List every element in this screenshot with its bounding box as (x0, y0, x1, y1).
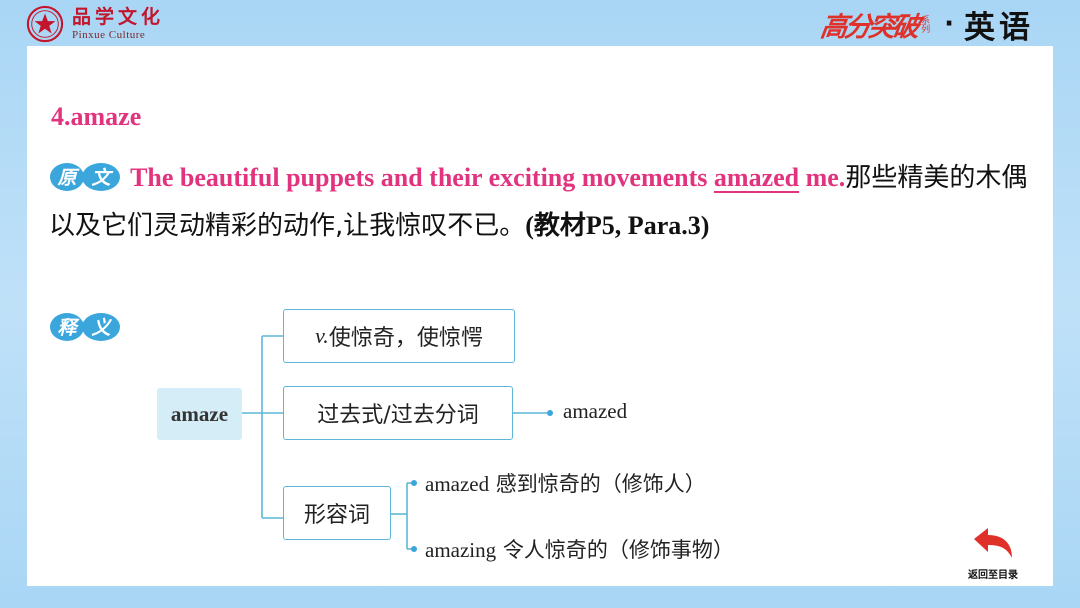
adjective-item: amazed 感到惊奇的（修饰人） (425, 468, 706, 498)
original-text-tag: 原 文 (49, 162, 121, 192)
pinxue-logo: 品学文化 Pinxue Culture (26, 4, 164, 44)
adjective-meaning: 感到惊奇的（修饰人） (489, 472, 706, 496)
entry-title: 4.amaze (51, 102, 142, 131)
series-brand: 高分突破 系列 · 英语 (818, 2, 1034, 46)
sentence-source: (教材P5, Para.3) (525, 211, 710, 240)
logo-english-name: Pinxue Culture (72, 28, 146, 41)
adjective-meaning: 令人惊奇的（修饰事物） (496, 538, 734, 562)
return-arrow-icon (974, 528, 1012, 558)
sentence-key-word: amazed (713, 163, 800, 192)
original-tag-char-2: 文 (91, 167, 113, 189)
diagram-root-word: amaze (157, 388, 242, 440)
past-form-value: amazed (563, 399, 628, 423)
content-panel: 4.amaze 原 文 The beautiful puppets and th… (27, 46, 1053, 586)
original-text-block: 原 文 The beautiful puppets and their exci… (49, 154, 1035, 250)
subject-title: 英语 (964, 9, 1034, 46)
back-to-contents-label: 返回至目录 (968, 570, 1018, 581)
adjective-word: amazed (425, 472, 490, 496)
meaning-tag: 释 义 (49, 312, 121, 346)
brand-mark: 高分突破 (818, 11, 919, 43)
pinxue-emblem-icon (26, 5, 64, 43)
meaning-tag-char-2: 义 (91, 317, 112, 339)
sentence-translation: 那些精美的木偶以及它们灵动精彩的动作,让我惊叹不已。 (49, 163, 1028, 241)
verb-meaning-box: v. 使惊奇，使惊愕 (283, 309, 515, 363)
sentence-en-after: me. (799, 163, 846, 192)
adjective-box: 形容词 (283, 486, 391, 540)
adjective-item: amazing 令人惊奇的（修饰事物） (425, 534, 734, 564)
verb-meaning: 使惊奇，使惊愕 (328, 326, 483, 351)
sentence-en-before: The beautiful puppets and their exciting… (130, 163, 714, 192)
meaning-tag-char-1: 释 (57, 317, 80, 339)
verb-part-of-speech: v. (315, 323, 329, 348)
past-form-box: 过去式/过去分词 (283, 386, 513, 440)
diagram-connectors (242, 335, 553, 552)
brand-separator: · (944, 9, 954, 39)
back-to-contents-button[interactable]: 返回至目录 (958, 526, 1028, 581)
original-tag-char-1: 原 (56, 167, 80, 189)
logo-chinese-name: 品学文化 (72, 5, 165, 28)
adjective-word: amazing (425, 538, 497, 562)
brand-series-label: 系列 (919, 15, 930, 33)
